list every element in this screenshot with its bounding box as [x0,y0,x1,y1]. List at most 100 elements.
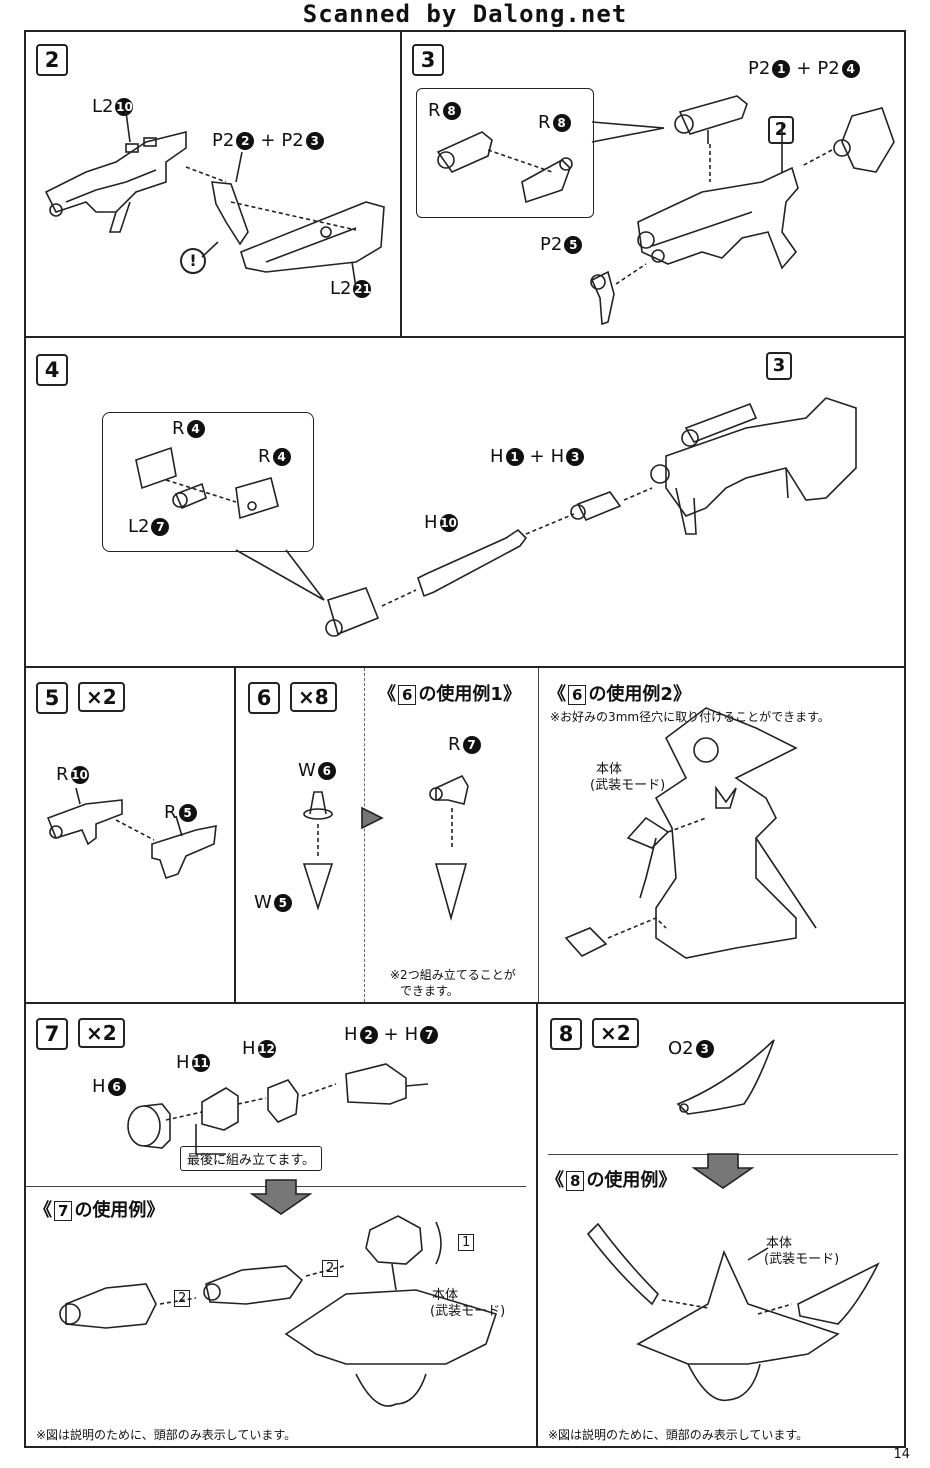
part-number: 1 [505,447,524,466]
heading-text: の使用例2》 [588,684,691,705]
divider [364,668,366,1002]
part-prefix: R [428,100,441,121]
step-number: 4 [36,354,68,386]
mode-label: (武装モード) [430,1304,506,1319]
heading-text: の使用例》 [74,1200,165,1221]
mode-label: (武装モード) [764,1252,840,1267]
part-prefix: R [56,764,69,785]
part-prefix: H [242,1038,256,1059]
trigger-part-drawing [590,270,615,326]
warning-icon: ! [180,248,206,274]
step-2-diagram [44,111,385,289]
quantity-multiplier: ×2 [78,1018,125,1048]
figure-body-drawing [654,707,798,959]
page-number: 14 [893,1447,910,1462]
head-hat-drawing [284,1289,498,1365]
part-prefix: H [92,1076,106,1097]
ref-step-2: 2 [768,116,794,144]
part-number: 6 [317,761,336,780]
part-number: 4 [841,59,860,78]
part-prefix: H [344,1024,358,1045]
quantity-multiplier: ×2 [592,1018,639,1048]
part-number: 8 [442,101,461,120]
example-6-1-note-2: できます。 [400,984,459,998]
step-4-diagram [135,397,857,637]
inset-box [416,88,594,218]
part-prefix: H [176,1052,190,1073]
part-number: 5 [178,803,197,822]
step-6-diagram [302,707,817,959]
ref-step-6: 6 [398,685,417,705]
part-number: 12 [257,1039,276,1058]
example-6-2-note: ※お好みの3mm径穴に取り付けることができます。 [550,710,830,724]
body-label: 本体 [432,1288,459,1303]
part-prefix: H [550,446,565,467]
gun-receiver-drawing [44,130,187,213]
part-prefix: P2 [540,234,563,255]
step-number: 2 [36,44,68,76]
example-8-note: ※図は説明のために、頭部のみ表示しています。 [548,1428,809,1442]
part-number: 7 [151,517,170,536]
ref-step-8: 8 [566,1171,585,1191]
bracket-open: 《 [548,684,566,705]
plus-sign: + [796,58,812,79]
step-number: 5 [36,682,68,714]
rotate-tag-1: 1 [458,1234,475,1251]
part-prefix: W [254,892,272,913]
part-number: 7 [420,1025,439,1044]
part-prefix: R [538,112,551,133]
wing-o2-3-drawing [676,1039,775,1115]
quantity-multiplier: ×8 [290,682,337,712]
assembled-rifle-drawing [665,397,857,517]
part-number: 1 [772,59,791,78]
part-prefix: P2 [281,130,304,151]
insert-tag-2a: 2 [322,1260,339,1277]
quantity-multiplier: ×2 [78,682,125,712]
part-prefix: H [490,446,504,467]
part-number: 10 [439,513,458,532]
example-6-1-note: ※2つ組み立てることが [390,968,516,982]
part-prefix: R [258,446,271,467]
part-prefix: H [424,512,438,533]
scan-credit: Scanned by Dalong.net [302,0,628,28]
part-number: 4 [186,419,205,438]
body-label: 本体 [766,1236,793,1251]
part-number: 3 [695,1039,714,1058]
part-number: 5 [564,235,583,254]
ref-step-3: 3 [766,352,792,380]
barrel-part-drawing [240,201,385,273]
step-7-diagram [59,1063,498,1407]
part-prefix: P2 [212,130,235,151]
part-prefix: R [164,802,177,823]
part-number: 10 [115,97,134,116]
bracket-open: 《 [34,1200,52,1221]
part-number: 11 [191,1053,210,1072]
inset-box [102,412,314,552]
plus-sign: + [383,1024,399,1045]
assembled-gun-drawing [637,166,799,270]
connector-block-drawing [327,587,380,636]
part-prefix: R [448,734,461,755]
part-prefix: R [172,418,185,439]
part-number: 2 [359,1025,378,1044]
